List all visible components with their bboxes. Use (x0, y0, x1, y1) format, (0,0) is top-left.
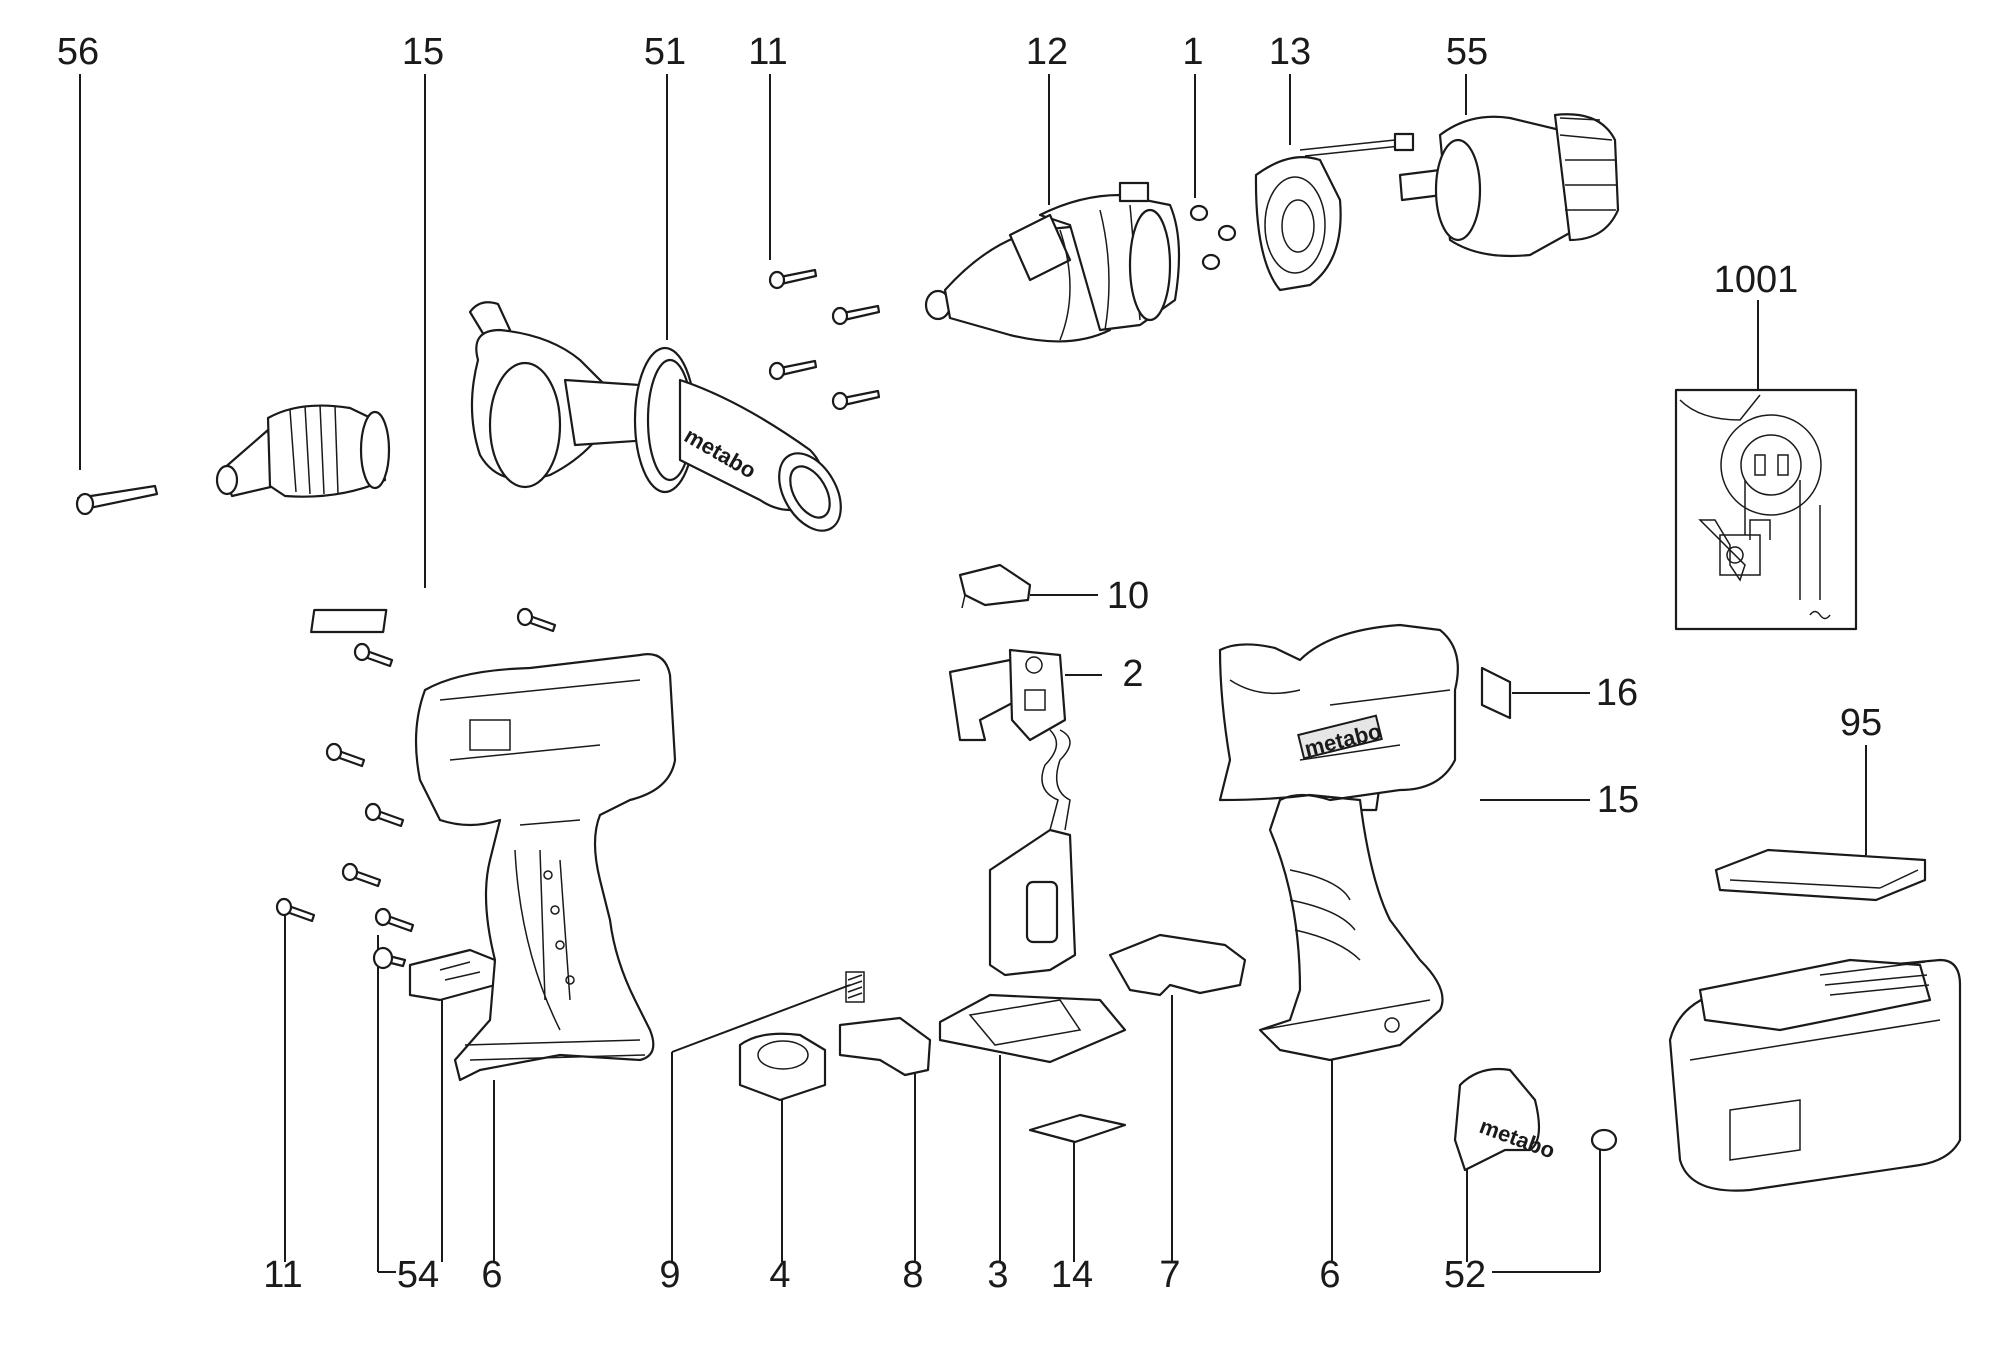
label-11-top: 11 (748, 31, 787, 73)
leader-lines (79, 74, 1867, 1273)
label-1: 1 (1182, 31, 1203, 73)
part-7-foot-cover (1108, 933, 1247, 997)
label-54: 54 (397, 1254, 439, 1296)
part-10-switch-selector (958, 563, 1032, 609)
label-15-top: 15 (402, 31, 444, 73)
label-9: 9 (659, 1254, 680, 1296)
part-52-belt-hook: metabo (1453, 1067, 1618, 1172)
label-15-right: 15 (1597, 779, 1639, 821)
label-16: 16 (1596, 672, 1638, 714)
label-6-left: 6 (481, 1254, 502, 1296)
label-51: 51 (644, 31, 686, 73)
label-1001: 1001 (1714, 259, 1799, 301)
part-4-battery-latch (738, 1032, 827, 1102)
part-95-cover-plate (1714, 848, 1927, 902)
part-13-motor-flange (1254, 132, 1415, 292)
part-battery-pack (1668, 958, 1962, 1192)
label-8: 8 (902, 1254, 923, 1296)
label-55: 55 (1446, 31, 1488, 73)
part-12-gearbox (924, 181, 1181, 343)
label-14: 14 (1051, 1254, 1093, 1296)
part-9-spring (845, 971, 865, 1003)
label-4: 4 (769, 1254, 790, 1296)
part-8-bracket (838, 1016, 932, 1077)
part-3-electronics (938, 729, 1127, 1064)
part-11-screws-housing (275, 607, 557, 970)
label-52: 52 (1444, 1254, 1486, 1296)
label-12: 12 (1026, 31, 1068, 73)
part-6-housing-left (414, 653, 677, 1082)
part-56-screw (75, 484, 159, 516)
part-6-housing-right: metabo (1218, 623, 1459, 1062)
part-chuck (215, 404, 391, 498)
label-7: 7 (1159, 1254, 1180, 1296)
label-13: 13 (1269, 31, 1311, 73)
part-14-sticker (1028, 1113, 1127, 1144)
part-51-side-handle: metabo (468, 301, 842, 532)
part-1-screws (1189, 204, 1237, 271)
part-15-label-top (310, 608, 388, 634)
label-3: 3 (987, 1254, 1008, 1296)
label-6-right: 6 (1319, 1254, 1340, 1296)
part-55-motor (1398, 113, 1620, 258)
label-10: 10 (1107, 575, 1149, 617)
label-11-bottom: 11 (263, 1254, 302, 1296)
part-1001-wiring-diagram (1674, 388, 1858, 631)
label-95: 95 (1840, 702, 1882, 744)
label-2: 2 (1122, 653, 1143, 695)
part-54-led-unit (408, 948, 497, 1002)
part-16-sticker (1480, 666, 1512, 720)
part-2-switch (948, 648, 1067, 742)
part-11-screws-top (768, 268, 881, 411)
label-56: 56 (57, 31, 99, 73)
